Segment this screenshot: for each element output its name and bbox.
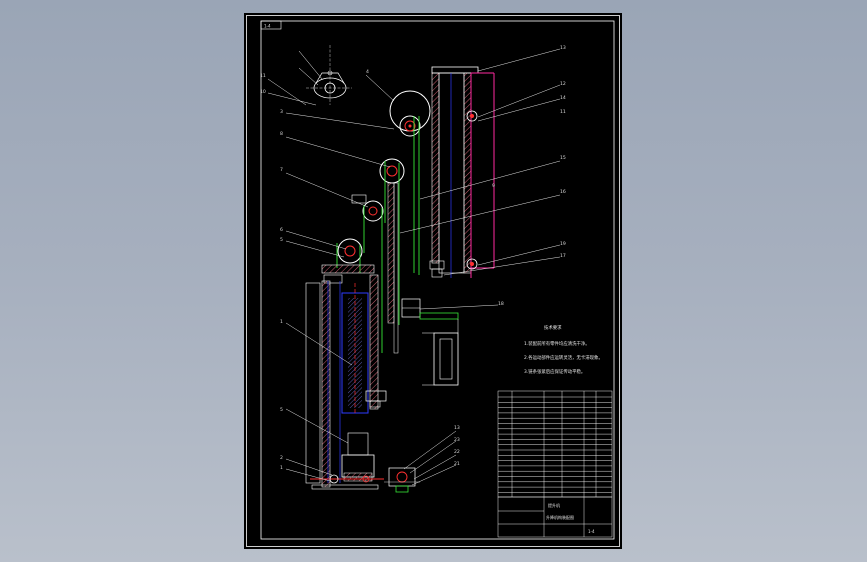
bearing-detail xyxy=(384,467,420,493)
balloon-labels: 11 10 4 3 8 7 6 5 1 5 2 1 13 12 14 11 9 … xyxy=(260,45,566,471)
sprocket-detail-view xyxy=(298,45,352,105)
parts-list xyxy=(497,390,613,538)
balloon: 22 xyxy=(454,449,460,455)
leader-lines xyxy=(267,48,561,486)
balloon: 19 xyxy=(560,241,566,247)
balloon: 11 xyxy=(260,73,266,79)
balloon: 8 xyxy=(280,131,283,137)
technical-notes: 技术要求 1.装配前所有零件均应清洗干净。 2.各运动部件应运转灵活，无卡滞现象… xyxy=(524,324,603,375)
balloon: 5 xyxy=(280,237,283,243)
balloon: 2 xyxy=(280,455,283,461)
title-block-sub: 升降机构装配图 xyxy=(546,514,574,520)
balloon: 6 xyxy=(280,227,283,233)
balloon: 18 xyxy=(498,301,504,307)
title-block-code: 1-4 xyxy=(588,529,595,534)
note-line: 1.装配前所有零件均应清洗干净。 xyxy=(524,340,590,347)
inner-frame xyxy=(260,20,615,540)
notes-title: 技术要求 xyxy=(544,324,562,331)
lift-cylinder xyxy=(305,264,387,490)
balloon: 10 xyxy=(260,89,266,95)
balloon: 1 xyxy=(280,465,283,471)
note-line: 2.各运动部件应运转灵活，无卡滞现象。 xyxy=(524,354,603,361)
balloon: 3 xyxy=(280,109,283,115)
balloon: 17 xyxy=(560,253,566,259)
balloon: 11 xyxy=(560,109,566,115)
balloon: 9 xyxy=(492,183,495,189)
top-pulley xyxy=(365,74,431,137)
balloon: 12 xyxy=(560,81,566,87)
balloon: 7 xyxy=(280,167,283,173)
parts-rows xyxy=(498,396,612,493)
title-block-name: 提升机 xyxy=(548,502,560,508)
corner-tag: 1-4 xyxy=(264,24,271,29)
note-line: 3.链条张紧后应保证传动平稳。 xyxy=(524,368,585,375)
corner-tag-box xyxy=(260,20,282,30)
bracket-detail xyxy=(401,298,459,386)
right-column xyxy=(429,66,495,278)
balloon: 15 xyxy=(560,155,566,161)
drawing-sheet: 1-4 xyxy=(244,13,622,549)
chain-drive xyxy=(336,116,420,354)
balloon: 13 xyxy=(454,425,460,431)
balloon: 1 xyxy=(280,319,283,325)
balloon: 23 xyxy=(454,437,460,443)
balloon: 14 xyxy=(560,95,566,101)
balloon: 13 xyxy=(560,45,566,51)
balloon: 4 xyxy=(366,69,369,75)
balloon: 5 xyxy=(280,407,283,413)
cad-drawing: 1-4 xyxy=(246,15,620,547)
balloon: 16 xyxy=(560,189,566,195)
outer-frame xyxy=(246,15,620,547)
balloon: 21 xyxy=(454,461,460,467)
